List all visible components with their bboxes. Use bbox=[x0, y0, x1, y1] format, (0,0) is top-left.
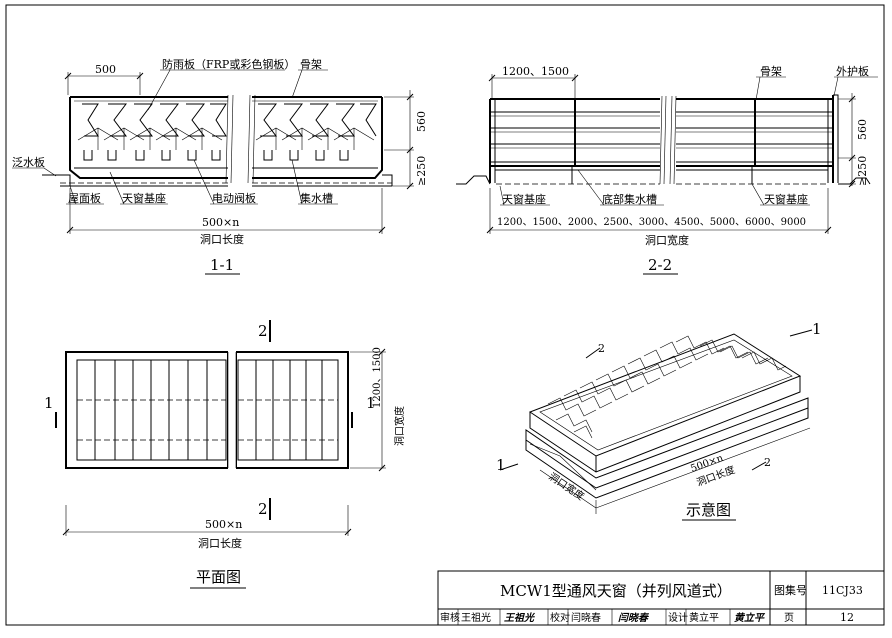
plan-dim-bottom: 500×n bbox=[205, 518, 242, 531]
section11-dim-bottom: 500×n bbox=[202, 216, 239, 229]
section11-dim-bottom-caption: 洞口长度 bbox=[200, 232, 244, 246]
review-name: 王祖光 bbox=[461, 611, 491, 624]
atlas-number: 11CJ33 bbox=[822, 584, 863, 597]
check-name: 闫晓春 bbox=[571, 611, 601, 624]
plan-view: 2 2 1 1 1200、1500 洞口宽度 500×n 洞口长度 平面图 bbox=[44, 320, 406, 589]
iso-cut-marker-2a: 2 bbox=[598, 342, 605, 355]
section11-label-flashing: 泛水板 bbox=[12, 155, 45, 169]
section-1-1: 500 bbox=[12, 57, 428, 275]
plan-cut-marker-left: 1 bbox=[44, 394, 54, 412]
section22-dim-bottom: 1200、1500、2000、2500、3000、4500、5000、6000、… bbox=[497, 217, 806, 228]
plan-cut-marker-top: 2 bbox=[258, 322, 268, 340]
section22-label-frame: 骨架 bbox=[760, 65, 782, 78]
plan-slats bbox=[94, 360, 323, 460]
atlas-label: 图集号 bbox=[774, 583, 807, 597]
section11-dim-right-lower: ≥250 bbox=[415, 156, 428, 186]
section22-label-base-right: 天窗基座 bbox=[764, 192, 808, 206]
section22-dim-bottom-caption: 洞口宽度 bbox=[645, 233, 689, 247]
section11-label-base: 天窗基座 bbox=[122, 191, 166, 205]
iso-louvers bbox=[547, 335, 787, 439]
section-2-2: 1200、1500 bbox=[456, 64, 878, 275]
section11-gutters bbox=[83, 150, 349, 161]
title-block-title: MCW1型通风天窗（并列风道式） bbox=[500, 582, 732, 600]
design-name: 黄立平 bbox=[689, 611, 719, 624]
check-signature: 闫晓春 bbox=[618, 612, 650, 624]
section11-louvers bbox=[77, 103, 377, 150]
section22-label-cover: 外护板 bbox=[836, 64, 869, 78]
section11-title: 1-1 bbox=[210, 256, 234, 274]
review-label: 审核 bbox=[440, 611, 460, 624]
section11-dim-right-upper: 560 bbox=[415, 111, 428, 132]
plan-title: 平面图 bbox=[196, 568, 241, 586]
design-signature: 黄立平 bbox=[734, 612, 766, 624]
plan-dim-right-caption: 洞口宽度 bbox=[393, 406, 406, 446]
section22-dim-right-lower: ≥250 bbox=[856, 156, 869, 186]
iso-cut-marker-2b: 2 bbox=[764, 456, 771, 469]
section22-label-bottom-gutter: 底部集水槽 bbox=[602, 192, 657, 206]
section22-dim-right-upper: 560 bbox=[856, 119, 869, 140]
check-label: 校对 bbox=[550, 611, 570, 624]
isometric-view: 1 1 2 2 洞口宽度 500×n 洞口长度 示意图 bbox=[496, 320, 822, 521]
plan-dim-bottom-caption: 洞口长度 bbox=[198, 536, 242, 550]
title-block: MCW1型通风天窗（并列风道式） 图集号 11CJ33 审核 王祖光 王祖光 校… bbox=[437, 570, 885, 626]
section22-dim-top: 1200、1500 bbox=[502, 65, 569, 78]
plan-cut-marker-right: 1 bbox=[366, 394, 376, 412]
iso-cut-marker-1a: 1 bbox=[812, 320, 822, 338]
iso-title: 示意图 bbox=[686, 501, 731, 519]
review-signature: 王祖光 bbox=[504, 612, 535, 624]
page-number: 12 bbox=[840, 611, 854, 624]
plan-dim-right: 1200、1500 bbox=[372, 347, 383, 408]
section11-label-rain-plate: 防雨板（FRP或彩色钢板） bbox=[162, 57, 295, 71]
design-label: 设计 bbox=[668, 611, 688, 624]
section11-label-damper: 电动阀板 bbox=[212, 191, 256, 205]
section11-label-gutter: 集水槽 bbox=[300, 191, 333, 205]
page-label: 页 bbox=[784, 612, 794, 624]
section11-label-roof-panel: 屋面板 bbox=[68, 191, 101, 205]
iso-cut-marker-1b: 1 bbox=[496, 456, 506, 474]
iso-dim-width: 洞口宽度 bbox=[546, 470, 586, 503]
section11-label-frame: 骨架 bbox=[300, 58, 322, 71]
section22-title: 2-2 bbox=[648, 256, 672, 274]
plan-cut-marker-bottom: 2 bbox=[258, 500, 268, 518]
section22-label-base-left: 天窗基座 bbox=[502, 192, 546, 206]
section11-dim-top: 500 bbox=[95, 63, 116, 76]
